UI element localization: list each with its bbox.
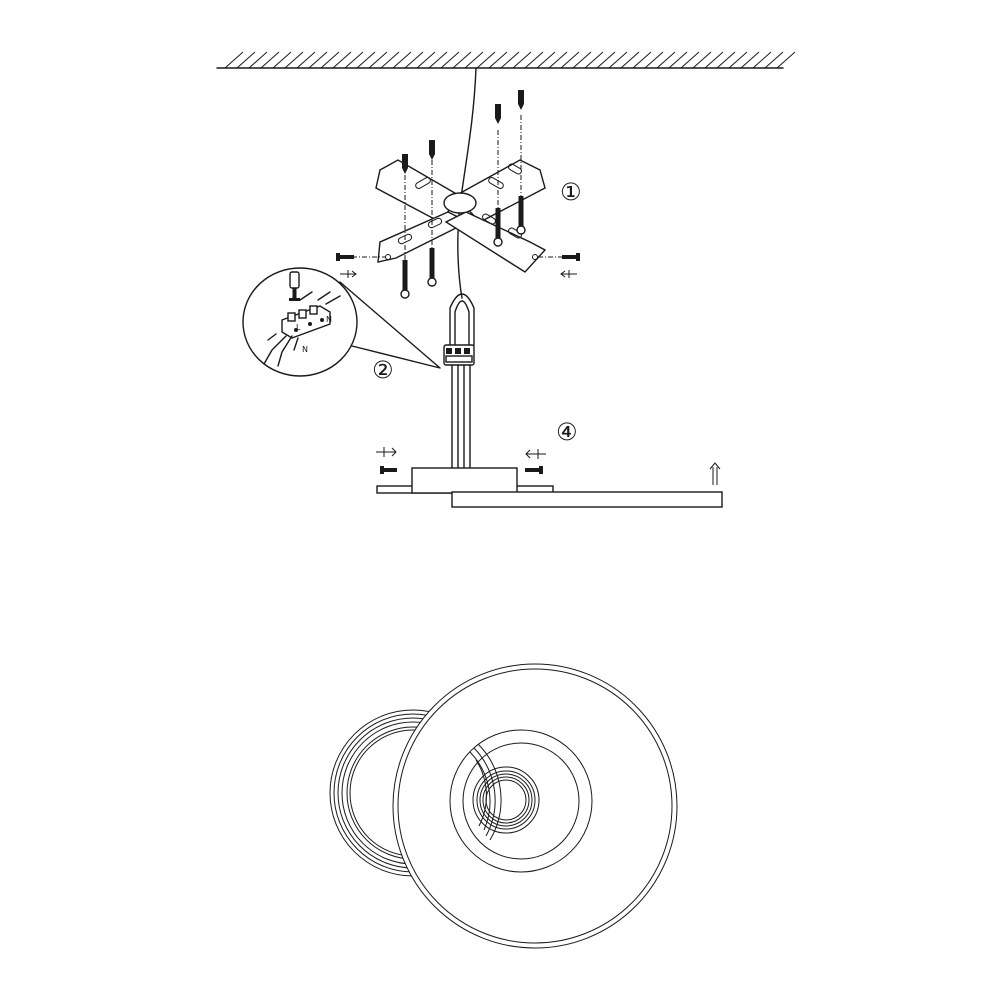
hatch-stroke [236, 51, 256, 69]
hatch-stroke [608, 51, 628, 69]
hatch-stroke [284, 51, 304, 69]
hatch-stroke [644, 51, 664, 69]
hatch-stroke [740, 51, 760, 69]
direction-arrow-icon [340, 270, 577, 278]
terminal-n-label-2: N [302, 345, 308, 354]
hatch-stroke [404, 51, 424, 69]
hatch-stroke [344, 51, 364, 69]
hatch-stroke [704, 51, 724, 69]
hatch-stroke [260, 51, 280, 69]
large-ring [392, 663, 678, 949]
hatch-stroke [428, 51, 448, 69]
hatch-stroke [656, 51, 676, 69]
supply-cable [457, 67, 477, 299]
hatch-stroke [308, 51, 328, 69]
hatch-stroke [668, 51, 688, 69]
hatch-stroke [512, 51, 532, 69]
hatch-stroke [296, 51, 316, 69]
step-4-label: ④ [556, 418, 578, 446]
step-2-label: ② [372, 356, 394, 384]
hatch-stroke [272, 51, 292, 69]
hatch-stroke [332, 51, 352, 69]
hatch-stroke [368, 51, 388, 69]
hatch-stroke [716, 51, 736, 69]
ceiling-hatch-icon [216, 51, 796, 69]
hatch-stroke [416, 51, 436, 69]
hatch-stroke [620, 51, 640, 69]
step-1-label: ① [560, 178, 582, 206]
center-rings [472, 766, 540, 834]
hatch-stroke [548, 51, 568, 69]
terminal-l-label: L [296, 323, 301, 332]
screwdriver-icon [289, 271, 300, 301]
hatch-stroke [692, 51, 712, 69]
wall-plug-icon [402, 90, 524, 174]
hatch-stroke [476, 51, 496, 69]
screw-icon [336, 196, 580, 299]
direction-arrow-icon [376, 447, 721, 485]
hatch-stroke [752, 51, 772, 69]
hatch-stroke [572, 51, 592, 69]
hatch-stroke [440, 51, 460, 69]
hatch-stroke [500, 51, 520, 69]
terminal-n-label: N [326, 315, 332, 324]
hatch-stroke [488, 51, 508, 69]
hatch-stroke [380, 51, 400, 69]
hatch-stroke [776, 51, 796, 69]
inner-disc [449, 729, 593, 873]
hatch-stroke [560, 51, 580, 69]
hatch-stroke [596, 51, 616, 69]
hatch-stroke [632, 51, 652, 69]
hatch-stroke [452, 51, 472, 69]
hatch-stroke [320, 51, 340, 69]
wire-connector-assembly [443, 293, 475, 469]
lamp-side-view [376, 447, 723, 508]
hatch-stroke [584, 51, 604, 69]
hatch-stroke [680, 51, 700, 69]
hatch-stroke [392, 51, 412, 69]
hatch-stroke [464, 51, 484, 69]
wiring-detail-callout: L N N [242, 267, 441, 377]
hatch-stroke [248, 51, 268, 69]
lamp-top-view [329, 663, 678, 949]
hatch-stroke [536, 51, 556, 69]
hatch-stroke [764, 51, 784, 69]
hatch-stroke [356, 51, 376, 69]
hatch-stroke [524, 51, 544, 69]
screw-icon [380, 466, 543, 474]
hatch-stroke [224, 51, 244, 69]
hatch-stroke [728, 51, 748, 69]
terminal-block-icon [281, 305, 331, 339]
